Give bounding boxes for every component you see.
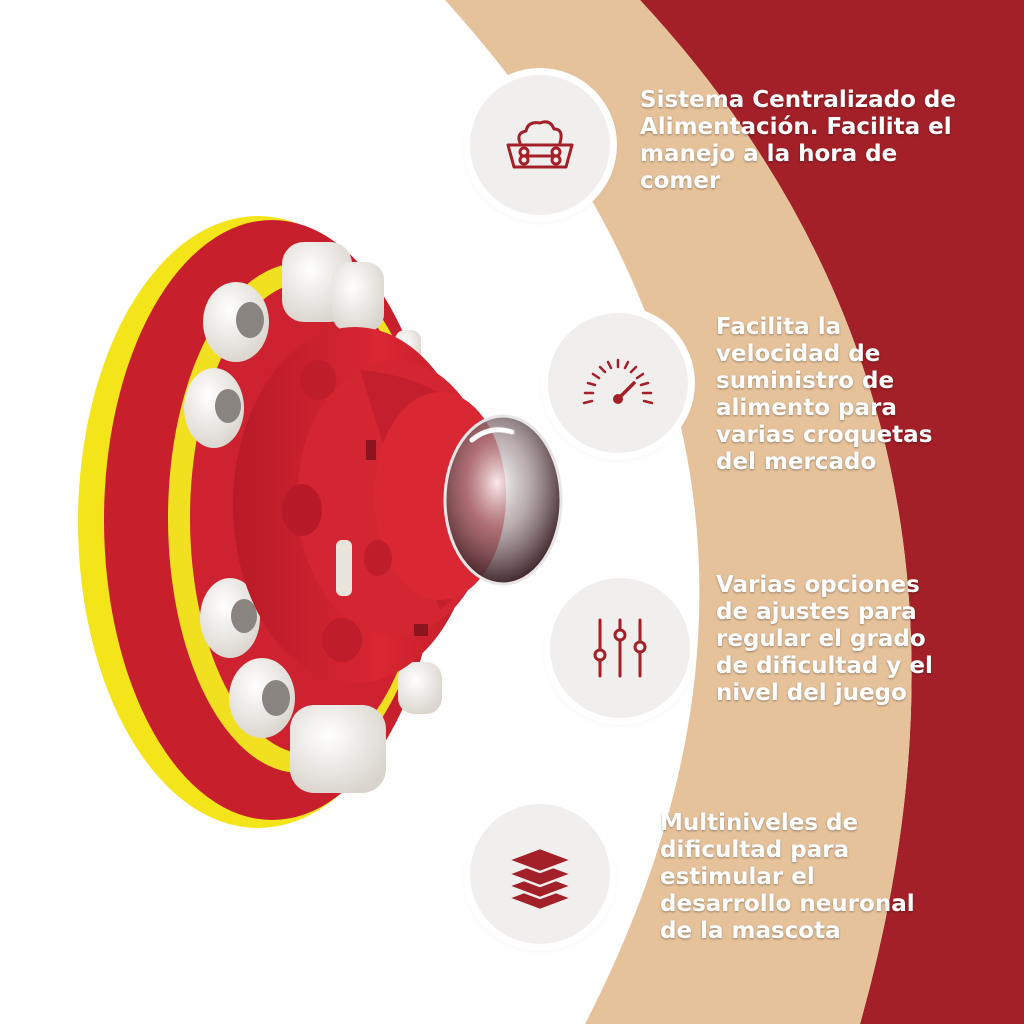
feature-badge-4	[470, 804, 610, 944]
adjustment-sliders-icon	[593, 618, 647, 678]
feature-text-4: Multiniveles de dificultad para estimula…	[660, 810, 915, 944]
feature-text-3: Varias opciones de ajustes para regular …	[716, 572, 933, 706]
crimson-band	[640, 0, 1024, 1024]
beige-band	[445, 0, 912, 1024]
speedometer-icon	[582, 358, 654, 405]
treat-cups	[184, 242, 442, 793]
feature-badge-3	[550, 578, 690, 718]
dog-food-bowl-icon	[506, 120, 574, 169]
feature-badge-1	[470, 75, 610, 215]
feature-text-1: Sistema Centralizado de Alimentación. Fa…	[640, 87, 956, 194]
feature-text-2: Facilita la velocidad de suministro de a…	[716, 314, 933, 475]
layers-stack-icon	[506, 846, 574, 912]
clear-dome	[445, 416, 561, 584]
feature-badge-2	[548, 313, 688, 453]
